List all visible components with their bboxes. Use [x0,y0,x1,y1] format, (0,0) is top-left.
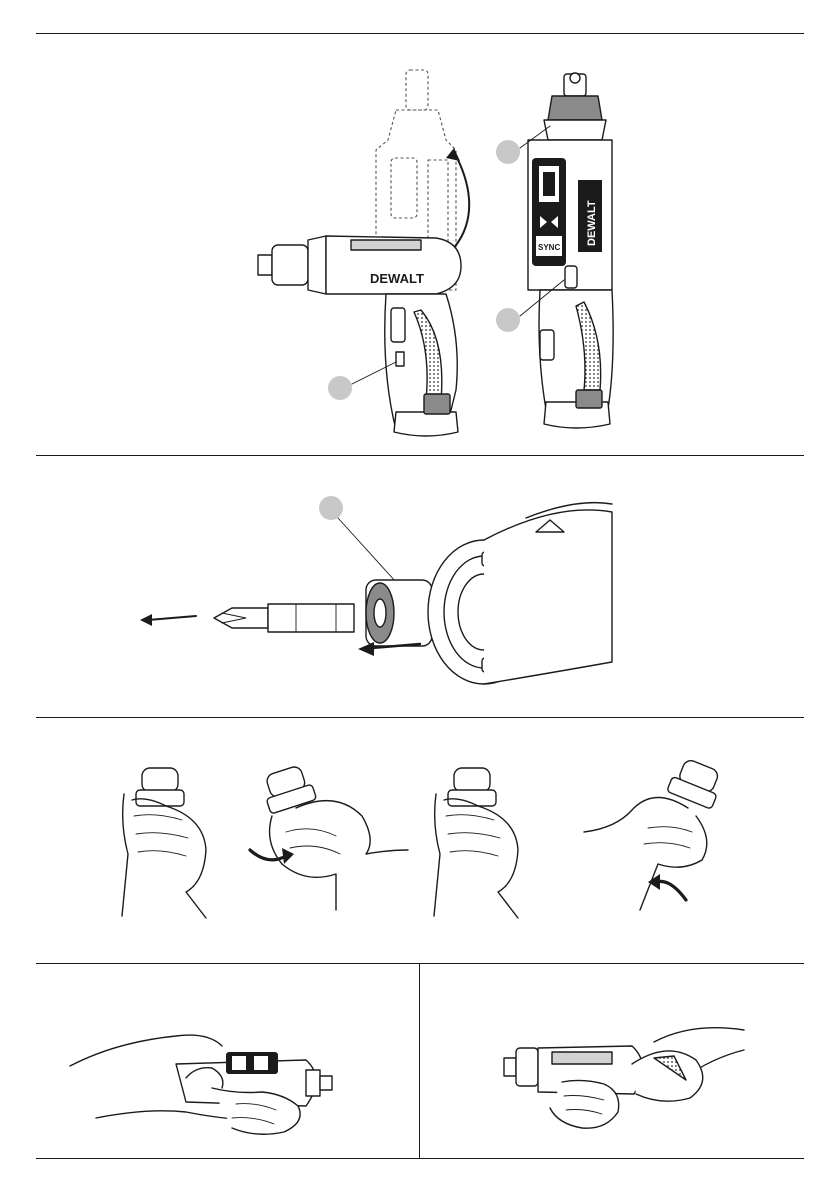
figure-c-hand-twist-sequence [36,724,804,960]
callout-marker [319,496,343,520]
horizontal-driver: DEWALT [258,236,461,436]
bit-holder-sleeve [366,580,432,646]
rule-3 [36,963,804,964]
pull-arrow-icon [140,614,196,626]
brand-label-right: DEWALT [586,200,598,246]
callout-marker [496,140,520,164]
callout-marker [328,376,352,400]
twist-arrow-icon [250,848,294,864]
rule-bottom [36,1158,804,1159]
twist-arrow-icon [648,874,686,900]
screwdriver-bit [214,604,354,632]
hand-grip-2 [259,763,408,910]
hand-grip-1 [122,768,206,918]
hand-grip-3 [434,768,518,918]
figure-a-screwdriver-positions: DEWALT SYNC DEWALT [36,40,804,450]
callout-marker [496,308,520,332]
figure-b-bit-removal [36,462,804,712]
rule-2 [36,717,804,718]
svg-text:DEWALT: DEWALT [586,200,598,246]
rule-top [36,33,804,34]
svg-text:SYNC: SYNC [538,243,560,252]
brand-label-left: DEWALT [370,271,424,286]
rule-1 [36,455,804,456]
figure-e-two-hand-grip-right [422,968,802,1154]
upright-driver: SYNC DEWALT [528,73,613,428]
driver-nose [428,503,612,684]
figure-d-two-hand-grip-left [36,968,416,1154]
svg-text:DEWALT: DEWALT [370,271,424,286]
hand-grip-4 [584,756,725,910]
rule-vertical [419,963,420,1159]
